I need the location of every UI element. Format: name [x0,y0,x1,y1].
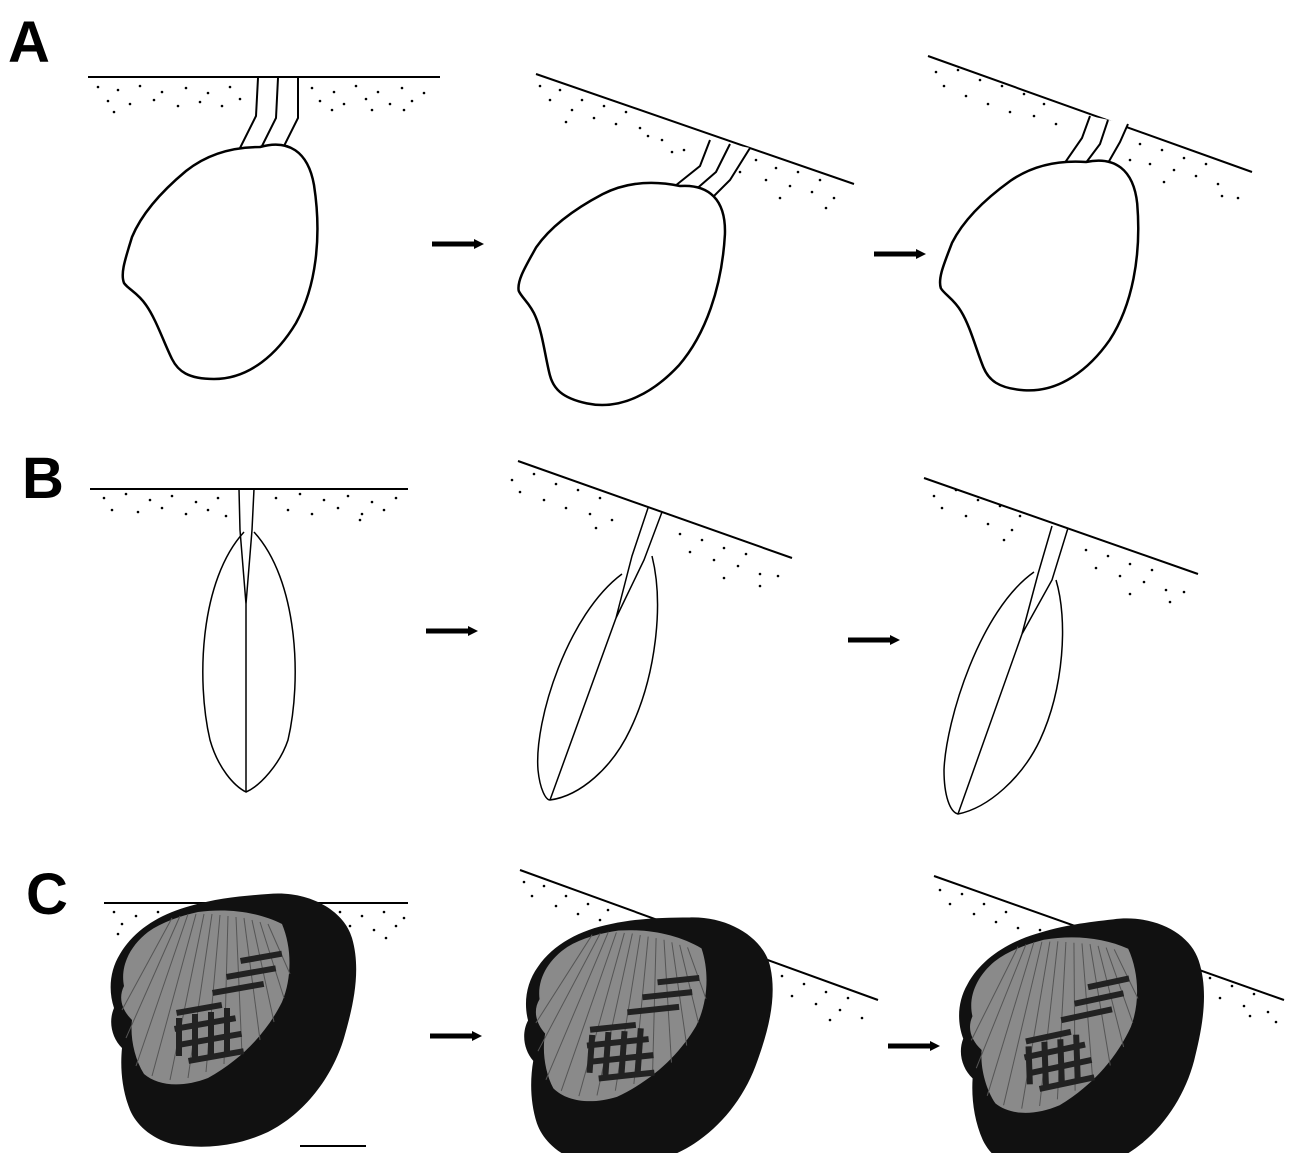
panel-label-c: C [26,866,68,924]
sediment-surface [924,478,1198,574]
sediment-surface [518,461,792,558]
panel-b-step-1 [90,489,408,792]
cockle-shell [956,916,1210,1153]
shell-outline [933,150,1144,397]
cockle-shell [515,906,778,1153]
panel-b-step-2 [511,461,792,800]
panel-a [88,56,1252,425]
siphon [240,78,298,154]
shell-outline [123,145,318,379]
panel-c [104,870,1284,1153]
panel-c-step-1 [104,893,408,1146]
panel-a-step-1 [88,77,440,379]
cockle-shell [111,893,357,1146]
panel-c-step-2 [515,870,878,1153]
panel-a-step-3 [928,56,1252,397]
sediment-dots [103,493,398,522]
shell-outline [497,155,736,425]
shell-cross-section [538,508,662,800]
panel-label-a: A [8,14,50,72]
sediment-dots [511,473,780,588]
panel-b-step-3 [924,478,1198,814]
shell-cross-section [944,526,1068,814]
panel-c-step-3 [934,876,1284,1153]
sediment-surface [536,74,854,184]
panel-b [90,461,1198,814]
shell-cross-section [203,489,295,792]
panel-a-step-2 [497,74,854,425]
sediment-dots [933,489,1186,604]
panel-label-b: B [22,450,64,508]
